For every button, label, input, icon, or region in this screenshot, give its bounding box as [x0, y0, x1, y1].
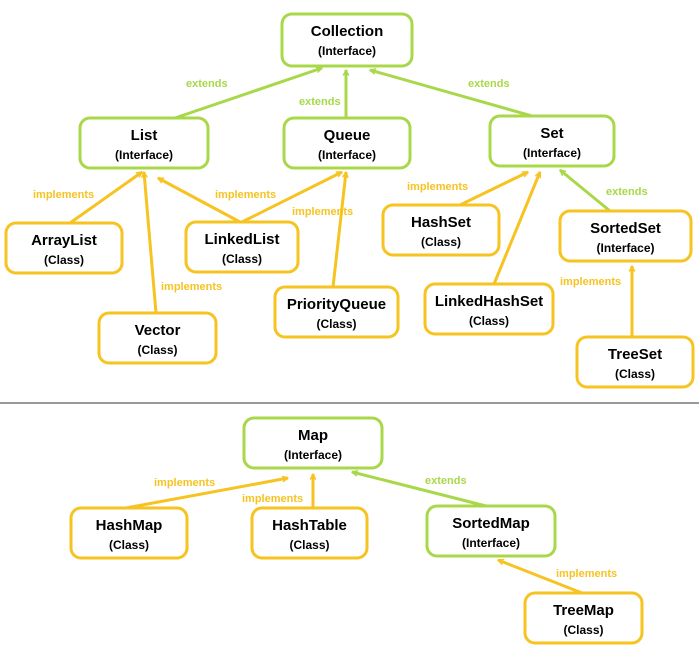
- node-linkedlist-box: [184, 220, 300, 274]
- node-linkedlist: LinkedList (Class): [184, 220, 300, 274]
- node-treeset-kind: (Class): [615, 367, 655, 381]
- edge-queue-collection-label: extends: [299, 96, 341, 108]
- node-map-kind: (Interface): [284, 448, 342, 462]
- node-list: List (Interface): [78, 116, 210, 170]
- node-queue-kind: (Interface): [318, 148, 376, 162]
- node-sortedset-kind: (Interface): [596, 241, 654, 255]
- edge-set-collection-arrow: [370, 70, 533, 118]
- edge-arraylist-list-arrow: [69, 170, 142, 225]
- edge-vector-list-arrow: [144, 172, 158, 314]
- node-treemap-name: TreeMap: [553, 602, 614, 619]
- node-hashmap-name: HashMap: [96, 517, 163, 534]
- node-priorityqueue-box: [273, 285, 400, 339]
- node-set-kind: (Interface): [523, 146, 581, 160]
- node-collection: Collection (Interface): [280, 12, 414, 68]
- edge-treemap-sortedmap-arrow: [498, 558, 583, 595]
- node-treemap-kind: (Class): [563, 623, 603, 637]
- node-treeset-box: [575, 335, 695, 389]
- edge-sortedmap-map-arrow: [352, 472, 487, 508]
- node-map-box: [242, 416, 384, 470]
- nodes-layer: Collection(Interface)List(Interface)Queu…: [4, 12, 695, 645]
- edge-linkedlist-list-arrow: [158, 176, 241, 224]
- node-hashset-kind: (Class): [421, 235, 461, 249]
- node-vector-box: [97, 311, 218, 365]
- node-sortedset: SortedSet (Interface): [558, 209, 693, 263]
- edge-treemap-sortedmap-label: implements: [556, 568, 617, 580]
- node-list-kind: (Interface): [115, 148, 173, 162]
- edge-treeset-sortedset-label: implements: [560, 276, 621, 288]
- node-hashtable-kind: (Class): [289, 538, 329, 552]
- node-vector-kind: (Class): [137, 343, 177, 357]
- node-linkedhashset-box: [423, 282, 555, 336]
- node-collection-kind: (Interface): [318, 44, 376, 58]
- node-sortedmap: SortedMap (Interface): [425, 504, 557, 558]
- node-collection-name: Collection: [311, 23, 384, 40]
- node-list-name: List: [131, 127, 158, 144]
- node-hashtable-name: HashTable: [272, 517, 347, 534]
- node-priorityqueue-name: PriorityQueue: [287, 296, 386, 313]
- node-sortedmap-name: SortedMap: [452, 515, 530, 532]
- node-set-box: [488, 114, 616, 168]
- node-hashmap-box: [69, 506, 189, 560]
- edge-linkedhashset-set-arrow: [492, 172, 542, 285]
- node-hashmap-kind: (Class): [109, 538, 149, 552]
- edge-sortedset-set-label: extends: [606, 186, 648, 198]
- edge-sortedmap-map-label: extends: [425, 475, 467, 487]
- node-arraylist: ArrayList (Class): [4, 221, 124, 275]
- node-treeset: TreeSet (Class): [575, 335, 695, 389]
- node-linkedhashset-name: LinkedHashSet: [435, 293, 543, 310]
- edge-sortedset-set-arrow: [560, 168, 611, 213]
- edge-labels-layer: extends extends extends implements implement…: [33, 78, 648, 580]
- node-queue-box: [282, 116, 412, 170]
- node-queue: Queue (Interface): [282, 116, 412, 170]
- edge-list-collection-label: extends: [186, 78, 228, 90]
- edge-hashmap-map-label: implements: [154, 477, 215, 489]
- node-hashset-box: [381, 203, 501, 257]
- edge-linkedlist-queue-arrow: [241, 170, 342, 224]
- node-hashset: HashSet (Class): [381, 203, 501, 257]
- node-map-name: Map: [298, 427, 328, 444]
- node-arraylist-name: ArrayList: [31, 232, 97, 249]
- node-arraylist-kind: (Class): [44, 253, 84, 267]
- node-hashmap: HashMap (Class): [69, 506, 189, 560]
- node-sortedset-name: SortedSet: [590, 220, 661, 237]
- node-sortedmap-kind: (Interface): [462, 536, 520, 550]
- node-queue-name: Queue: [324, 127, 371, 144]
- node-treemap: TreeMap (Class): [523, 591, 644, 645]
- node-hashtable-box: [250, 506, 369, 560]
- node-map: Map (Interface): [242, 416, 384, 470]
- node-linkedhashset-kind: (Class): [469, 314, 509, 328]
- edge-priorityqueue-queue-arrow: [331, 172, 346, 288]
- node-sortedset-box: [558, 209, 693, 263]
- node-treeset-name: TreeSet: [608, 346, 662, 363]
- node-vector-name: Vector: [135, 322, 181, 339]
- node-linkedlist-kind: (Class): [222, 252, 262, 266]
- edges-layer: [69, 68, 632, 595]
- edge-hashmap-map-arrow: [125, 478, 288, 510]
- node-set: Set (Interface): [488, 114, 616, 168]
- node-hashset-name: HashSet: [411, 214, 471, 231]
- node-priorityqueue-kind: (Class): [316, 317, 356, 331]
- node-priorityqueue: PriorityQueue (Class): [273, 285, 400, 339]
- edge-vector-list-label: implements: [161, 281, 222, 293]
- edge-hashset-set-label: implements: [407, 181, 468, 193]
- node-arraylist-box: [4, 221, 124, 275]
- edge-priorityqueue-queue-label: implements: [292, 206, 353, 218]
- node-collection-box: [280, 12, 414, 68]
- node-treemap-box: [523, 591, 644, 645]
- edge-set-collection-label: extends: [468, 78, 510, 90]
- node-linkedlist-name: LinkedList: [204, 231, 279, 248]
- node-linkedhashset: LinkedHashSet (Class): [423, 282, 555, 336]
- edge-list-collection-arrow: [174, 68, 322, 120]
- edge-arraylist-list-label: implements: [33, 189, 94, 201]
- node-hashtable: HashTable (Class): [250, 506, 369, 560]
- edge-hashset-set-arrow: [459, 170, 528, 207]
- node-list-box: [78, 116, 210, 170]
- edge-linkedlist-list-label: implements: [215, 189, 276, 201]
- edge-hashtable-map-label: implements: [242, 493, 303, 505]
- node-set-name: Set: [540, 125, 563, 142]
- node-sortedmap-box: [425, 504, 557, 558]
- node-vector: Vector (Class): [97, 311, 218, 365]
